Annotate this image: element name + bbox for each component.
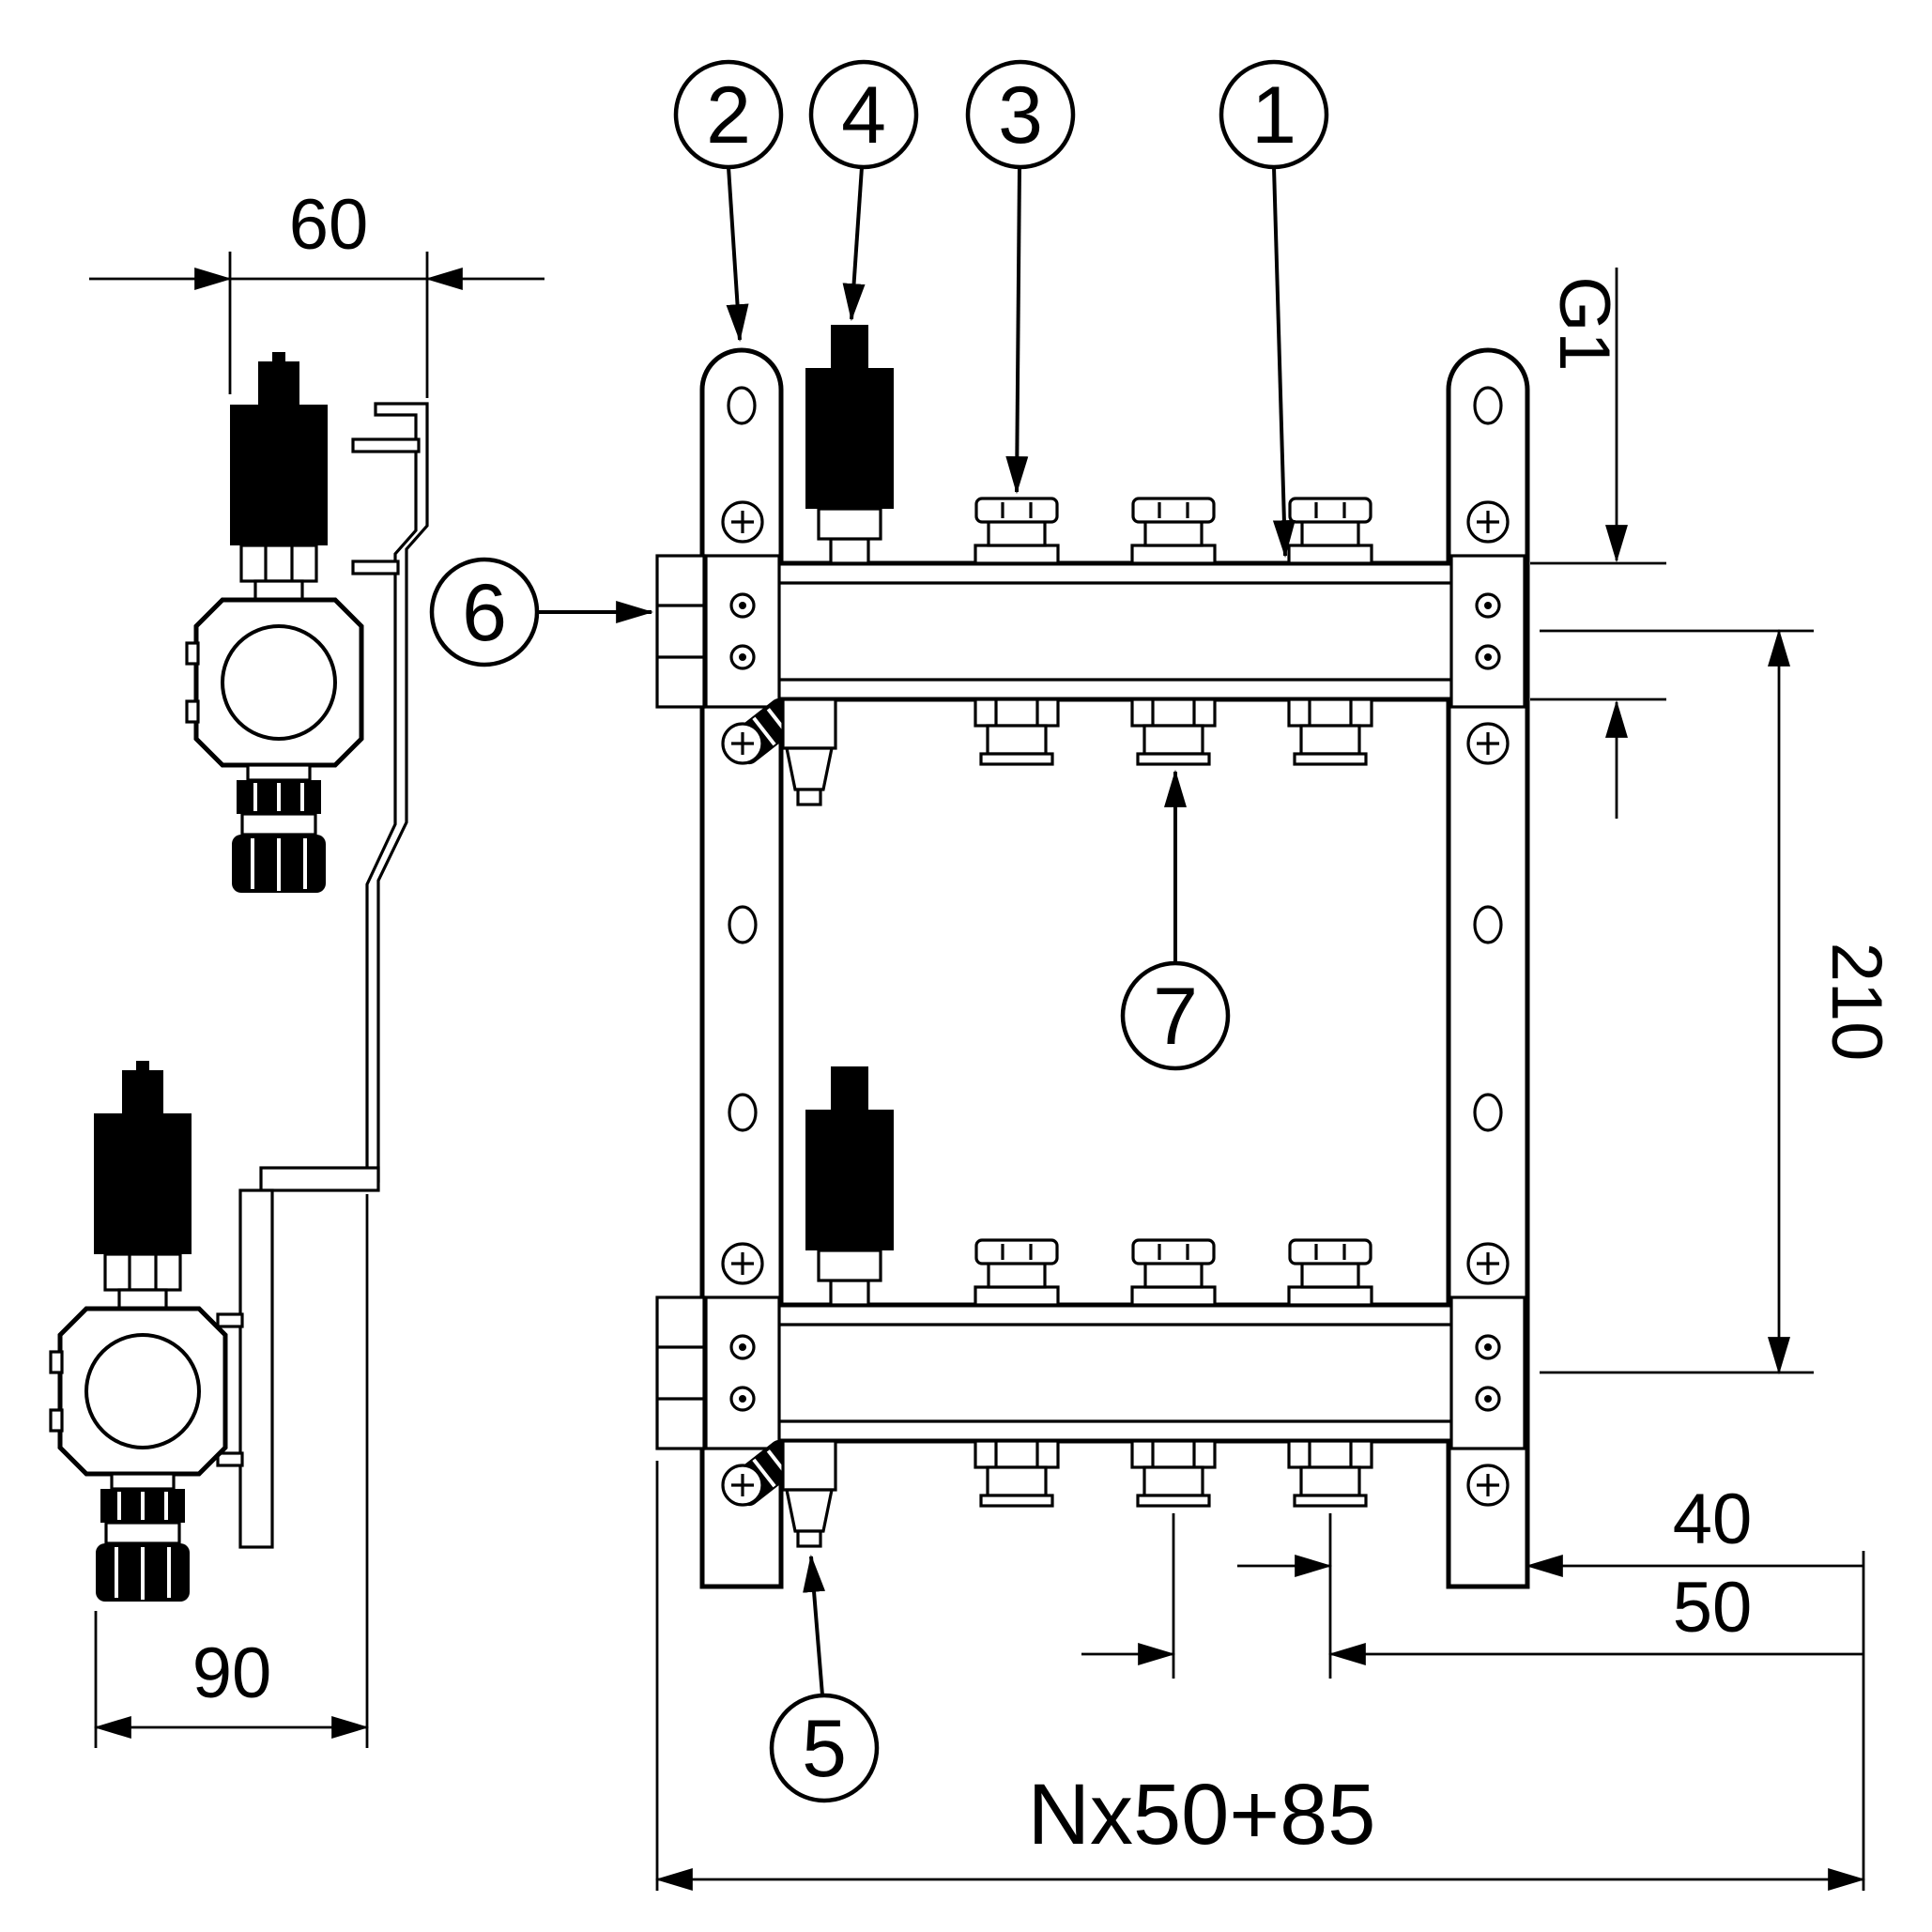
callout-5: 5 [769,1554,880,1803]
dimension-90-label: 90 [192,1633,272,1713]
rail-clamp-plate [704,554,781,709]
phillips-screw [1466,722,1510,765]
callout-1-arrow [1272,166,1296,559]
dimension-40: 40 [1237,1480,1863,1679]
dimension-g1-label: G1 [1544,276,1624,371]
callout-4: 4 [808,59,919,322]
callout-6-bubble [429,557,540,667]
top-manifold-beam [655,323,1530,806]
dimension-50: 50 [1081,1513,1863,1679]
mounting-bracket-profile [216,402,429,1549]
side-view-bottom-valve-assembly [51,1061,225,1602]
callout-4-bubble [808,59,919,170]
clamp-rivet [1475,1386,1501,1412]
callout-4-arrow [842,166,866,322]
callout-6-number: 6 [462,568,507,658]
dimension-50-label: 50 [1673,1568,1753,1648]
clamp-rivet [729,644,756,670]
side-view-top-valve-assembly [187,352,361,893]
callout-5-bubble [769,1693,880,1803]
callout-3-number: 3 [998,70,1043,161]
valve-cap [1287,1238,1373,1307]
air-vent-valve [804,1065,896,1307]
outlet-connector [1130,698,1217,766]
beam-end-cap [655,1296,706,1450]
beam-end-cap [655,554,706,709]
valve-cap [1130,497,1217,565]
rail-hole [1473,905,1503,944]
callout-7-number: 7 [1153,972,1198,1062]
callout-7-bubble [1120,960,1231,1071]
valve-cap [1130,1238,1217,1307]
phillips-screw [1466,500,1510,544]
valve-cap [1287,497,1373,565]
callout-7: 7 [1120,769,1231,1071]
callout-3: 3 [965,59,1076,495]
bottom-manifold-beam [655,1065,1530,1548]
outlet-connector [974,698,1060,766]
callout-1-number: 1 [1251,70,1296,161]
phillips-screw [721,1242,764,1285]
rail-hole [728,905,758,944]
callout-2-bubble [673,59,784,170]
callout-3-bubble [965,59,1076,170]
phillips-screw [1466,1464,1510,1507]
callout-2: 2 [673,59,784,343]
dimension-g1: G1 [1530,268,1666,819]
rail-hole [728,1093,758,1132]
clamp-rivet [1475,1334,1501,1360]
bracket-tab [351,560,400,575]
clamp-rivet [729,592,756,619]
callout-2-number: 2 [706,70,751,161]
outlet-connector [1130,1439,1217,1508]
valve-cap [974,1238,1060,1307]
dimension-210-label: 210 [1817,943,1896,1062]
phillips-screw [721,722,764,765]
phillips-screw [1466,1242,1510,1285]
clamp-rivet [729,1334,756,1360]
front-view [655,323,1530,1589]
callout-3-arrow [1005,166,1029,495]
bracket-tab [351,437,421,453]
dimension-total-length: Nx50+85 [654,1461,1866,1891]
dimension-total-length-label: Nx50+85 [1028,1767,1376,1863]
rail-hole [1473,1093,1503,1132]
callout-1-bubble [1219,59,1329,170]
valve-cap [974,497,1060,565]
rail-clamp-plate [1449,1296,1526,1450]
clamp-rivet [1475,592,1501,619]
outlet-connector [1287,698,1373,766]
callout-1: 1 [1219,59,1329,559]
callouts: 2 4 3 1 6 7 5 [429,59,1329,1803]
outlet-connector [1287,1439,1373,1508]
air-vent-valve [804,323,896,565]
bracket-connector [259,1166,380,1192]
rail-clamp-plate [1449,554,1526,709]
bracket-tab [216,1312,244,1328]
rail-clamp-plate [704,1296,781,1450]
phillips-screw [721,1464,764,1507]
dimension-210: 210 [1540,628,1896,1375]
bracket-lower-plate [238,1188,274,1549]
callout-5-arrow [803,1554,826,1696]
callout-4-number: 4 [841,70,886,161]
bracket-tab [216,1451,244,1467]
dimensions: 60 90 G1 210 40 [89,185,1896,1891]
side-view [51,352,429,1602]
outlet-connector [974,1439,1060,1508]
dimension-60: 60 [89,185,544,398]
clamp-rivet [729,1386,756,1412]
dimension-40-label: 40 [1673,1480,1753,1559]
callout-6: 6 [429,557,654,667]
phillips-screw [721,500,764,544]
dimension-60-label: 60 [289,185,369,265]
rail-slot-hole [727,386,757,425]
clamp-rivet [1475,644,1501,670]
rail-slot-hole [1473,386,1503,425]
callout-5-number: 5 [802,1704,847,1794]
callout-2-arrow [726,166,749,343]
dimension-90: 90 [93,1194,370,1748]
